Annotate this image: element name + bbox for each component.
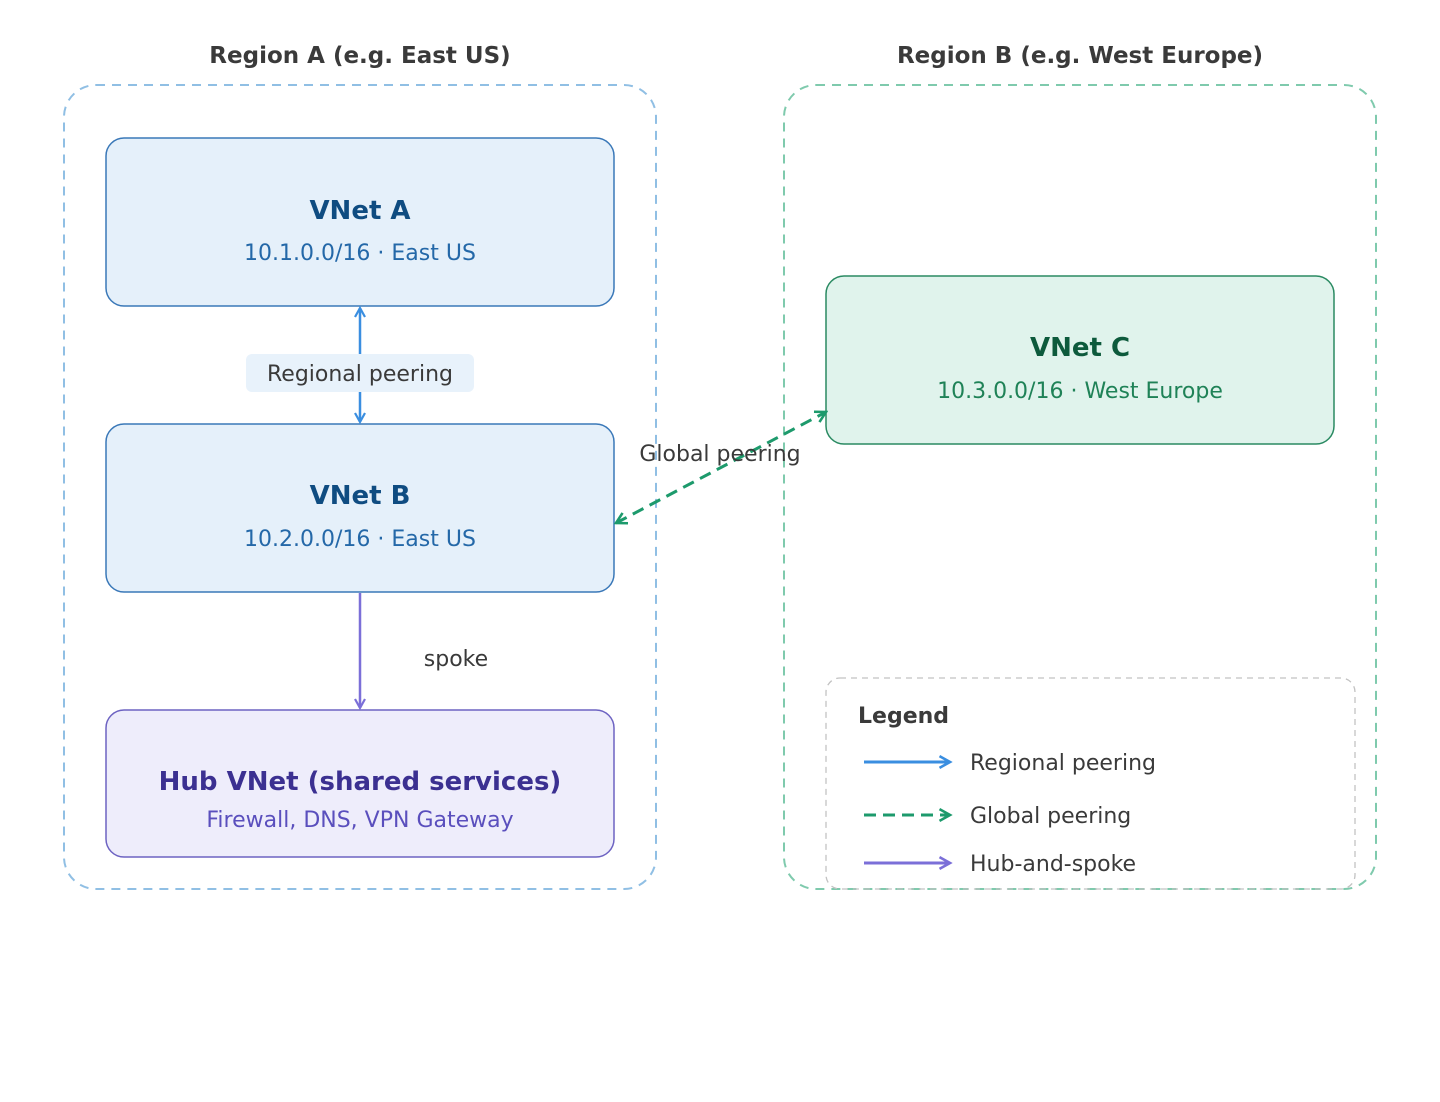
vnet-a-node[interactable]: VNet A 10.1.0.0/16 · East US bbox=[105, 137, 615, 307]
hub-vnet-subtitle: Firewall, DNS, VPN Gateway bbox=[206, 808, 513, 833]
vnet-c-node[interactable]: VNet C 10.3.0.0/16 · West Europe bbox=[825, 275, 1335, 445]
regional-peering-label-bg bbox=[246, 354, 474, 392]
region-b-frame bbox=[783, 84, 1377, 890]
legend-item-global: Global peering bbox=[864, 804, 1131, 829]
vnet-c-subtitle: 10.3.0.0/16 · West Europe bbox=[937, 379, 1223, 404]
spoke-edge[interactable]: spoke bbox=[360, 593, 488, 708]
region-b-title: Region B (e.g. West Europe) bbox=[897, 43, 1263, 69]
vnet-c-title: VNet C bbox=[1030, 333, 1130, 363]
hub-vnet-title: Hub VNet (shared services) bbox=[159, 767, 562, 797]
legend-item-regional: Regional peering bbox=[864, 751, 1156, 776]
vnet-a-subtitle: 10.1.0.0/16 · East US bbox=[244, 241, 476, 266]
vnet-b-title: VNet B bbox=[310, 481, 411, 511]
regional-peering-edge[interactable]: Regional peering bbox=[246, 308, 474, 422]
hub-vnet-box bbox=[105, 709, 615, 858]
hub-vnet-node[interactable]: Hub VNet (shared services) Firewall, DNS… bbox=[105, 709, 615, 858]
global-peering-edge[interactable]: Global peering bbox=[616, 412, 826, 523]
global-peering-label: Global peering bbox=[639, 442, 800, 467]
legend-label-hub: Hub-and-spoke bbox=[970, 852, 1136, 877]
legend: Legend Regional peering Global peering H… bbox=[825, 677, 1356, 890]
legend-frame bbox=[825, 677, 1356, 890]
legend-label-regional: Regional peering bbox=[970, 751, 1156, 776]
legend-title: Legend bbox=[858, 704, 949, 729]
legend-item-hub: Hub-and-spoke bbox=[864, 852, 1136, 877]
spoke-label: spoke bbox=[424, 647, 488, 672]
region-a-title: Region A (e.g. East US) bbox=[209, 43, 510, 69]
vnet-c-box bbox=[825, 275, 1335, 445]
legend-label-global: Global peering bbox=[970, 804, 1131, 829]
region-b: Region B (e.g. West Europe) bbox=[783, 43, 1377, 890]
vnet-b-subtitle: 10.2.0.0/16 · East US bbox=[244, 527, 476, 552]
global-peering-line bbox=[616, 412, 826, 523]
vnet-a-title: VNet A bbox=[309, 196, 410, 226]
vnet-b-node[interactable]: VNet B 10.2.0.0/16 · East US bbox=[105, 423, 615, 593]
regional-peering-label: Regional peering bbox=[267, 362, 453, 387]
